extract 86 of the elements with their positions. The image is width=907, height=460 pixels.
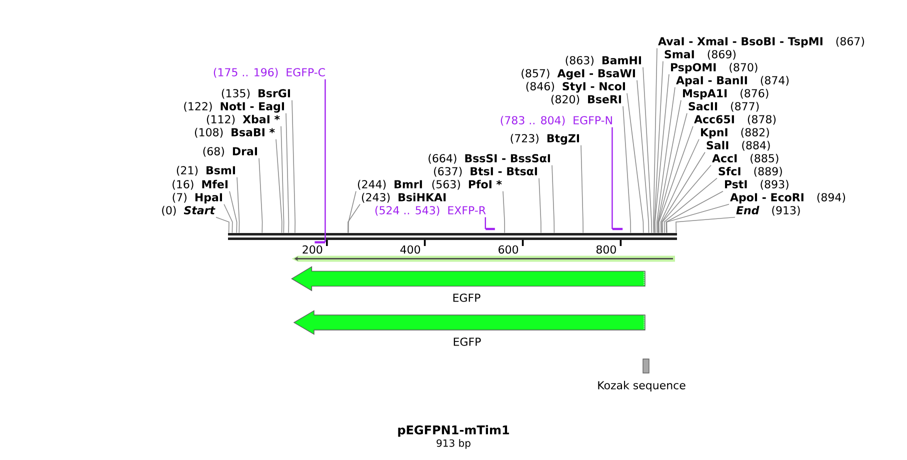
enzyme-label: (108) BsaBI * — [194, 128, 275, 138]
leader-line — [642, 66, 652, 234]
leader-line — [258, 158, 263, 234]
sequence-length: 913 bp — [436, 439, 470, 449]
leader-line — [324, 79, 326, 242]
enzyme-label: SmaI (869) — [664, 50, 736, 60]
enzyme-label: (112) XbaI * — [206, 114, 280, 125]
title: pEGFPN1-mTim1 — [398, 425, 510, 437]
enzyme-label: ApaI - BanII (874) — [676, 76, 789, 87]
enzyme-label: (820) BseRI — [551, 94, 621, 105]
enzyme-label: (563) PfoI * — [432, 180, 502, 190]
enzyme-label: (857) AgeI - BsaWI — [522, 68, 635, 80]
enzyme-label: ApoI - EcoRI (894) — [730, 192, 846, 204]
feature-label: Kozak sequence — [598, 380, 686, 392]
leader-line — [286, 112, 290, 234]
leader-line — [636, 80, 650, 234]
leader-line — [658, 100, 682, 234]
enzyme-label: (637) BtsI - BtsαI — [434, 166, 537, 177]
enzyme-label: SalI (884) — [706, 140, 770, 151]
leader-line — [656, 86, 676, 234]
leader-line — [348, 204, 360, 234]
enzyme-label: (68) DraI — [203, 146, 257, 157]
leader-line — [661, 152, 706, 234]
dna-backbone — [228, 233, 677, 240]
tick-label: 200 — [302, 245, 322, 254]
tick-label: 400 — [400, 245, 420, 254]
leader-line — [662, 164, 712, 234]
enzyme-label: Acc65I (878) — [694, 114, 776, 125]
primer-bar — [486, 228, 495, 230]
leader-line — [660, 138, 700, 234]
enzyme-label: (122) NotI - EagI — [184, 102, 284, 113]
enzyme-label: (243) BsiHKAI — [362, 192, 446, 203]
leader-line — [653, 48, 658, 234]
leader-line — [676, 216, 736, 234]
leader-line — [622, 106, 632, 234]
enzyme-label: (135) BsrGI — [222, 88, 290, 99]
leader-line — [292, 100, 296, 234]
enzyme-label: AvaI - XmaI - BsoBI - TspMI (867) — [658, 36, 864, 48]
primer-label: (524 .. 543) EXFP-R — [375, 206, 486, 216]
leader-line — [276, 138, 282, 234]
leader-line — [484, 217, 486, 229]
leader-line — [658, 112, 688, 234]
leader-line — [580, 144, 584, 234]
orf-feature — [292, 256, 675, 262]
enzyme-label: SfcI (889) — [718, 166, 782, 177]
tick-label: 600 — [498, 245, 518, 254]
enzyme-label: (21) BsmI — [176, 166, 235, 176]
leader-line — [654, 74, 670, 234]
leader-line — [626, 92, 644, 234]
leader-line — [654, 60, 664, 234]
enzyme-label: (16) MfeI — [172, 180, 228, 190]
leader-line — [502, 190, 506, 234]
tick-label: 800 — [596, 245, 616, 254]
primer-bar — [612, 228, 623, 230]
feature-label: EGFP — [454, 338, 481, 346]
leader-line — [612, 127, 613, 229]
enzyme-label: KpnI (882) — [701, 128, 769, 139]
leader-line — [236, 176, 240, 234]
leader-line — [280, 126, 284, 234]
enzyme-label: (723) BtgZI — [510, 134, 579, 145]
enzyme-label: SacII (877) — [688, 102, 759, 112]
enzyme-label: MspA1I (876) — [683, 88, 768, 100]
leader-line — [224, 204, 233, 234]
primer-label: (783 .. 804) EGFP-N — [500, 116, 612, 126]
leader-line — [666, 204, 730, 234]
leader-line — [348, 190, 356, 234]
enzyme-label: (244) BmrI — [358, 180, 422, 190]
end-label: End (913) — [736, 206, 800, 216]
leader-line — [229, 190, 238, 234]
primer-bar — [314, 241, 325, 244]
enzyme-label: (7) HpaI — [172, 192, 222, 204]
enzyme-label: AccI (885) — [712, 154, 778, 164]
leader-line — [552, 164, 555, 234]
leader-line — [538, 178, 542, 234]
leader-line — [658, 126, 694, 234]
primer-label: (175 .. 196) EGFP-C — [214, 68, 325, 78]
enzyme-label: (664) BssSI - BssSαI — [428, 154, 550, 164]
leader-line — [216, 216, 230, 234]
enzyme-label: (846) StyI - NcoI — [526, 82, 625, 93]
enzyme-label: PspOMI (870) — [671, 62, 758, 74]
enzyme-label: PstI (893) — [725, 180, 788, 190]
leader-line — [664, 178, 718, 234]
feature-label: EGFP — [453, 294, 480, 302]
enzyme-label: (863) BamHI — [566, 56, 641, 66]
leader-line — [666, 190, 724, 234]
end-label: (0) Start — [162, 206, 216, 216]
